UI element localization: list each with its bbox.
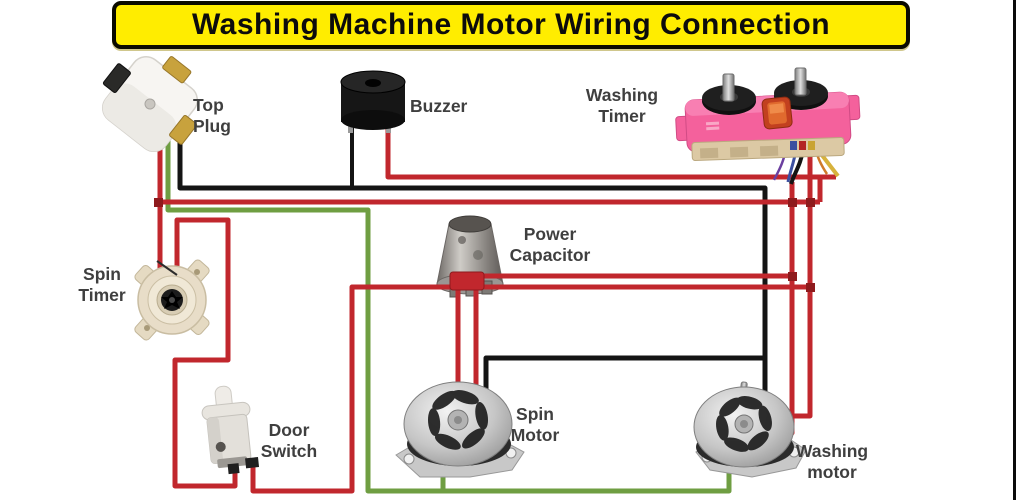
washing-motor-label: Washing motor [795, 441, 869, 482]
spin-timer-label: Spin Timer [78, 264, 126, 305]
washing-timer-image [675, 67, 861, 181]
page-title: Washing Machine Motor Wiring Connection [191, 8, 831, 41]
spin-motor-image [395, 381, 525, 478]
wire-spin-timer-red-loop [172, 217, 238, 489]
power-capacitor-label: Power Capacitor [509, 224, 591, 265]
washing-timer-label: Washing Timer [585, 85, 659, 126]
junction-dots [154, 198, 815, 292]
spin-motor-label: Spin Motor [510, 404, 560, 445]
wire-buzzer-live-red [385, 128, 836, 180]
wire-neutral-black-spin-branch [483, 355, 765, 400]
capacitor-terminal-junction [449, 271, 485, 291]
washing-motor-image [693, 381, 807, 478]
spin-timer-image [134, 259, 210, 341]
wire-door-to-capacitor-red [250, 284, 810, 494]
title-banner: Washing Machine Motor Wiring Connection [112, 1, 910, 49]
door-switch-label: Door Switch [260, 420, 318, 461]
top-plug-image [101, 55, 199, 153]
buzzer-label: Buzzer [410, 96, 468, 116]
wire-neutral-black-main [177, 112, 768, 410]
buzzer-image [340, 70, 406, 133]
wire-earth-green-main [165, 112, 732, 494]
wire-timer-red-drop [783, 150, 813, 419]
image-right-border [1013, 0, 1016, 500]
top-plug-label: Top Plug [193, 95, 231, 136]
door-switch-image [201, 385, 260, 475]
wire-washing-motor-red [778, 182, 795, 436]
